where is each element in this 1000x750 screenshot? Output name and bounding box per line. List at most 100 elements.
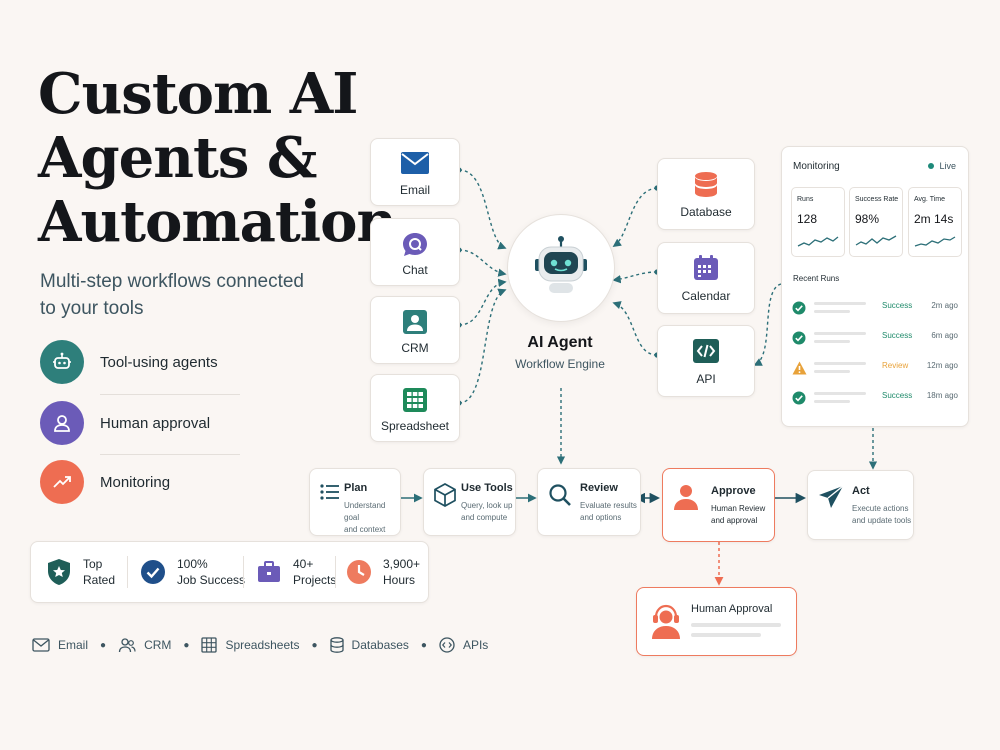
run-status: Success xyxy=(882,391,913,400)
step-title: Approve xyxy=(711,485,756,497)
step-approve[interactable]: Approve Human Review and approval xyxy=(662,468,775,542)
placeholder-bar xyxy=(814,332,866,335)
run-time: 6m ago xyxy=(931,331,958,340)
metric-success-rate: Success Rate 98% xyxy=(849,187,903,257)
run-row[interactable]: Review 12m ago xyxy=(792,358,958,378)
placeholder-bar xyxy=(814,310,850,313)
placeholder-bar xyxy=(691,623,781,627)
run-status: Success xyxy=(882,331,913,340)
placeholder-bar xyxy=(814,362,866,365)
feature-label: Human approval xyxy=(100,414,211,432)
agent-subtitle: Workflow Engine xyxy=(515,357,605,371)
divider xyxy=(100,394,240,395)
live-dot xyxy=(928,163,935,169)
robot-icon xyxy=(40,340,84,384)
tool-email: Email xyxy=(32,638,88,652)
step-desc: Understand goal and context xyxy=(344,500,400,536)
source-label: Chat xyxy=(402,263,428,277)
human-approval-card[interactable]: Human Approval xyxy=(636,587,797,656)
feature-human-approval: Human approval xyxy=(40,400,240,446)
source-label: Spreadsheet xyxy=(380,419,450,433)
spreadsheet-icon xyxy=(371,387,459,413)
source-spreadsheet[interactable]: Spreadsheet xyxy=(370,374,460,442)
ai-agent-node[interactable] xyxy=(507,214,615,322)
step-desc-line: and context xyxy=(344,525,386,534)
feature-tool-using-agents: Tool-using agents xyxy=(40,339,240,385)
step-desc-line: Human Review xyxy=(711,504,766,513)
separator-dot: ● xyxy=(183,639,190,651)
separator-dot: ● xyxy=(311,639,318,651)
grid-icon xyxy=(201,637,218,653)
divider xyxy=(127,556,128,588)
tool-spreadsheets: Spreadsheets xyxy=(201,637,300,653)
connector-crm-agent xyxy=(458,278,507,326)
source-database[interactable]: Database xyxy=(657,158,755,230)
source-label: Calendar xyxy=(681,289,731,303)
source-calendar[interactable]: Calendar xyxy=(657,242,755,314)
step-plan[interactable]: Plan Understand goal and context xyxy=(309,468,401,536)
step-desc: Execute actions and update tools xyxy=(852,503,911,527)
connector-api-agent xyxy=(612,301,658,356)
monitoring-title: Monitoring xyxy=(793,161,840,172)
connector-email-agent xyxy=(458,169,507,250)
step-desc-line: and update tools xyxy=(852,516,912,525)
step-desc-line: Understand goal xyxy=(344,501,386,522)
check-circle-icon xyxy=(792,301,806,315)
hero-title-line: Agents & xyxy=(38,125,317,191)
briefcase-icon xyxy=(255,558,283,586)
chat-icon xyxy=(371,231,459,259)
run-row[interactable]: Success 18m ago xyxy=(792,388,958,408)
run-row[interactable]: Success 6m ago xyxy=(792,328,958,348)
metric-label: Avg. Time xyxy=(914,196,945,203)
source-crm[interactable]: CRM xyxy=(370,296,460,364)
metric-value: 128 xyxy=(797,212,818,226)
hero-subtitle-line: Multi-step workflows connected xyxy=(40,271,304,292)
run-time: 18m ago xyxy=(926,391,958,400)
hero-title-line: Custom AI xyxy=(38,61,358,127)
badge-job-success: 100%Job Success xyxy=(139,542,245,602)
placeholder-bar xyxy=(691,633,761,637)
badge-line: Job Success xyxy=(177,573,246,587)
feature-label: Monitoring xyxy=(100,473,171,491)
step-desc: Human Review and approval xyxy=(711,503,765,527)
shield-star-icon xyxy=(45,558,73,586)
code-icon xyxy=(658,338,754,364)
source-api[interactable]: API xyxy=(657,325,755,397)
step-title: Review xyxy=(580,482,618,494)
source-email[interactable]: Email xyxy=(370,138,460,206)
source-label: Database xyxy=(680,205,732,219)
step-desc-line: and approval xyxy=(711,516,758,525)
support-agent-icon xyxy=(652,604,680,639)
robot-icon xyxy=(535,236,587,293)
metric-label: Runs xyxy=(797,196,814,203)
calendar-icon xyxy=(658,255,754,281)
sparkline-icon xyxy=(797,236,839,247)
step-desc-line: Execute actions xyxy=(852,504,909,513)
metric-label: Success Rate xyxy=(855,196,899,203)
run-row[interactable]: Success 2m ago xyxy=(792,298,958,318)
live-label: Live xyxy=(939,161,956,171)
placeholder-bar xyxy=(814,400,850,403)
step-title: Plan xyxy=(344,482,368,494)
badge-hours: 3,900+Hours xyxy=(345,542,420,602)
metric-value: 2m 14s xyxy=(914,212,954,226)
tools-row: Email ● CRM ● Spreadsheets ● Databases ●… xyxy=(32,634,488,656)
recent-runs-title: Recent Runs xyxy=(793,274,840,283)
metric-runs: Runs 128 xyxy=(791,187,845,257)
source-chat[interactable]: Chat xyxy=(370,218,460,286)
source-label: CRM xyxy=(401,341,429,355)
person-icon xyxy=(674,485,698,510)
connector-database-agent xyxy=(612,187,658,247)
divider xyxy=(243,556,244,588)
tool-label: CRM xyxy=(144,638,172,652)
source-label: Email xyxy=(399,183,430,197)
placeholder-bar xyxy=(814,370,850,373)
human-approval-title: Human Approval xyxy=(691,603,773,615)
divider xyxy=(100,454,240,455)
hero-title-line: Automation xyxy=(38,189,397,255)
